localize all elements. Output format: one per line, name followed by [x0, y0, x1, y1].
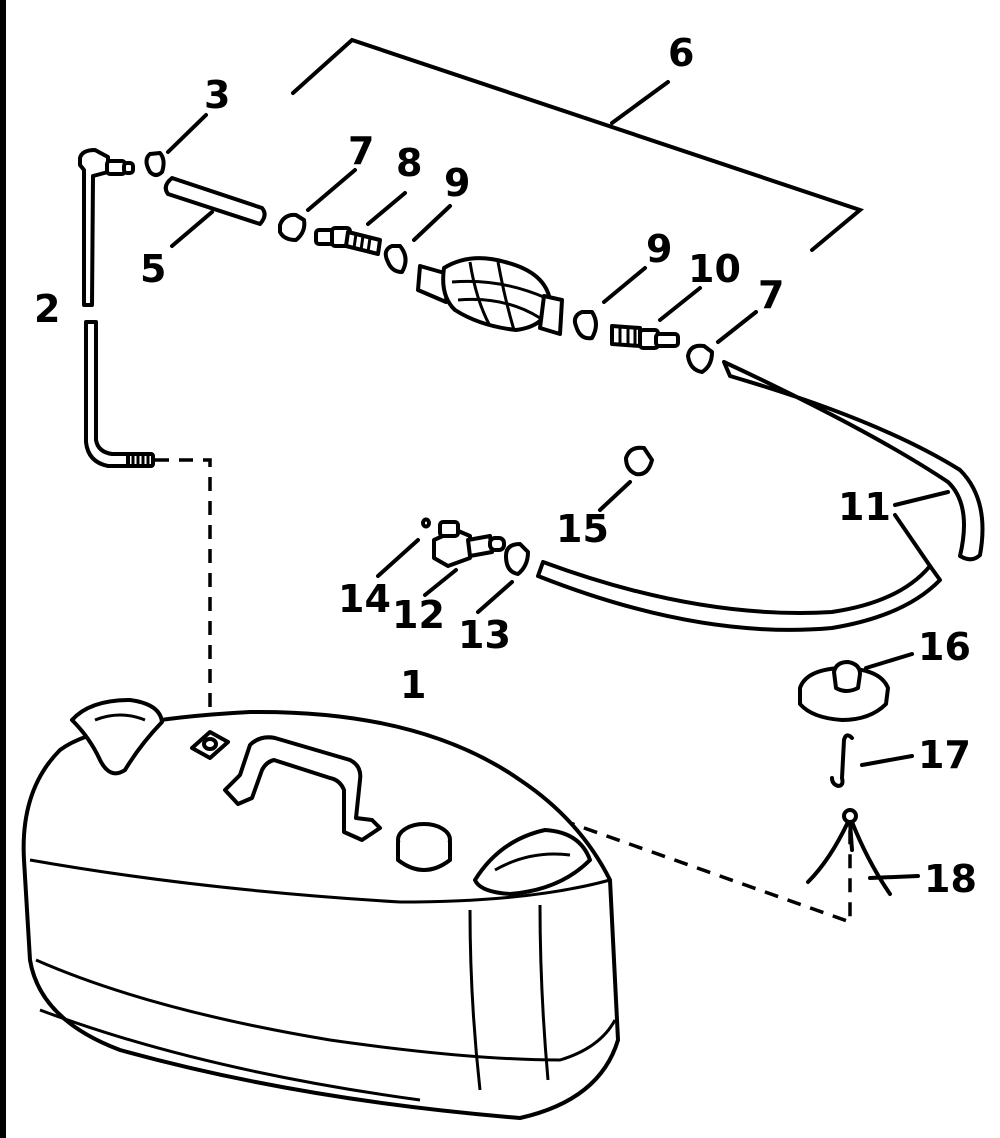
part-7-clamp-left — [278, 168, 357, 242]
part-13-clamp — [476, 542, 530, 614]
part-9-clip-left — [383, 204, 452, 274]
callout-8: 8 — [396, 141, 422, 185]
callout-9-right: 9 — [646, 227, 672, 271]
part-11-fuel-hose — [536, 360, 985, 632]
callout-1: 1 — [400, 663, 426, 707]
callout-12: 12 — [392, 593, 445, 637]
callout-18: 18 — [924, 857, 977, 901]
part-18-tether — [806, 808, 920, 896]
callout-14: 14 — [338, 577, 391, 621]
part-7-clamp-right — [686, 310, 758, 374]
callout-2: 2 — [34, 287, 60, 331]
callout-7-right: 7 — [758, 273, 784, 317]
callout-10: 10 — [688, 247, 741, 291]
part-8-fitting — [314, 191, 407, 256]
part-3-clamp — [144, 113, 208, 177]
part-5-short-hose — [163, 176, 267, 248]
callout-9-left: 9 — [444, 161, 470, 205]
part-12-connector — [423, 520, 506, 597]
primer-bulb — [416, 256, 564, 336]
part-17-s-hook — [830, 733, 914, 789]
callout-6: 6 — [668, 31, 694, 75]
left-border — [0, 0, 6, 1138]
bracket-assembly-6 — [291, 37, 865, 252]
callout-labels: 1 2 3 5 6 7 8 9 9 10 7 11 15 14 12 13 16… — [34, 31, 977, 901]
callout-11: 11 — [838, 485, 891, 529]
callout-5: 5 — [140, 247, 166, 291]
part-9-clip-right — [572, 266, 647, 341]
callout-15: 15 — [556, 507, 609, 551]
part-10-fitting — [610, 286, 702, 350]
callout-7-left: 7 — [348, 129, 374, 173]
part-16-fuel-cap — [798, 652, 914, 722]
part-1-fuel-tank — [21, 698, 620, 1120]
callout-16: 16 — [918, 625, 971, 669]
part-2-pickup-tube — [78, 148, 155, 468]
callout-17: 17 — [918, 733, 971, 777]
callout-13: 13 — [458, 613, 511, 657]
part-14-o-ring — [376, 517, 431, 578]
callout-3: 3 — [204, 73, 230, 117]
part-15-cap — [598, 445, 654, 512]
